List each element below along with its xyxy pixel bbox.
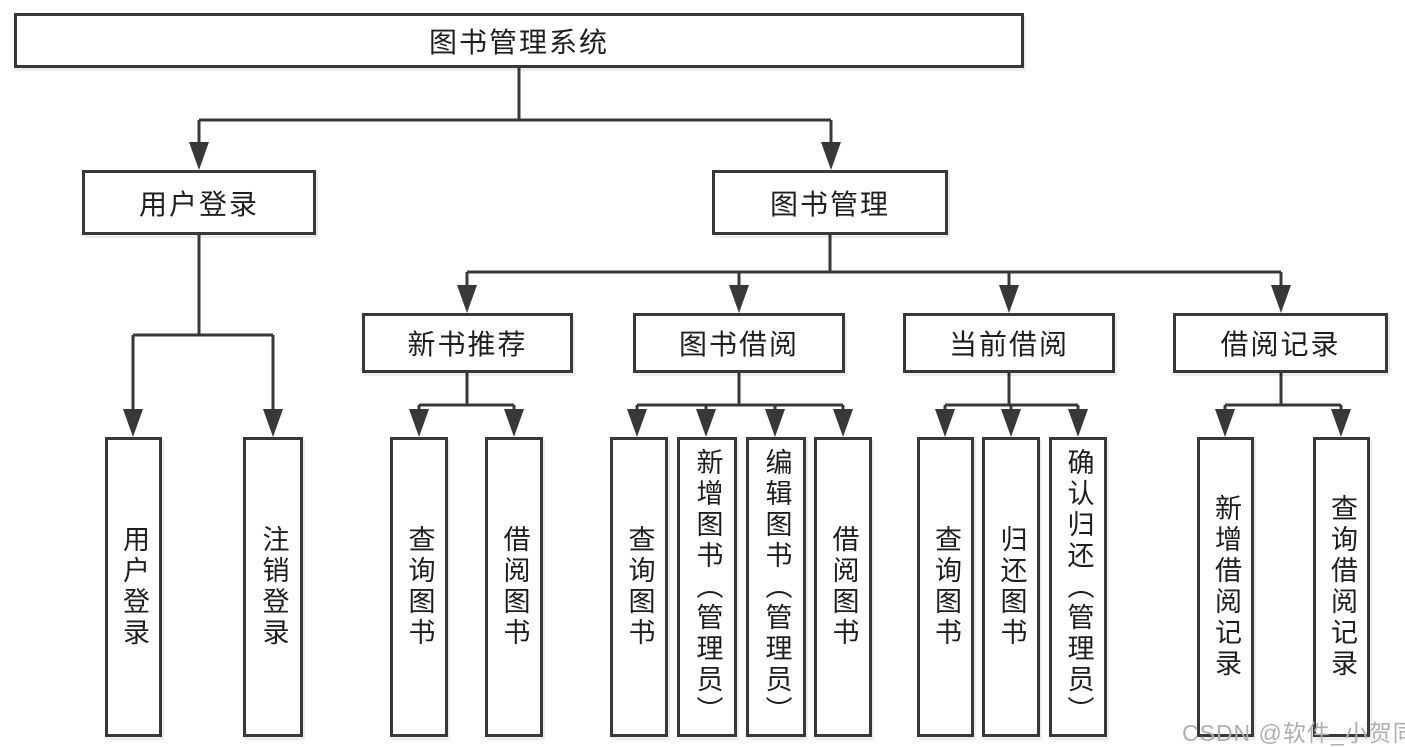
leaf-query-books-borrow-label: 查询图书 <box>624 525 655 649</box>
connector-borrow-records-children <box>1215 373 1351 437</box>
leaf-query-borrow-record: 查询借阅记录 <box>1313 437 1370 737</box>
node-book-borrow-label: 图书借阅 <box>678 329 799 360</box>
leaf-add-book-admin: 新增图书（管理员） <box>677 437 737 737</box>
leaf-query-books-borrow: 查询图书 <box>610 437 668 737</box>
connector-user-login-children <box>123 235 283 437</box>
leaf-user-login: 用户登录 <box>105 437 162 737</box>
leaf-logout-label: 注销登录 <box>258 525 289 649</box>
leaf-query-books-current-label: 查询图书 <box>931 525 961 649</box>
node-book-management: 图书管理 <box>712 170 948 235</box>
leaf-add-book-admin-label: 新增图书（管理员） <box>692 447 723 727</box>
leaf-add-borrow-record-label: 新增借阅记录 <box>1211 494 1241 680</box>
leaf-confirm-return-admin-label: 确认归还（管理员） <box>1063 447 1094 727</box>
leaf-query-books-recommend-label: 查询图书 <box>404 525 435 649</box>
leaf-borrow-books: 借阅图书 <box>814 437 872 737</box>
node-root-system: 图书管理系统 <box>14 13 1024 68</box>
connector-current-borrow-children <box>935 373 1088 437</box>
node-new-book-recommend-label: 新书推荐 <box>407 329 528 360</box>
connector-root-to-level2 <box>189 68 841 170</box>
node-root-system-label: 图书管理系统 <box>428 26 609 58</box>
node-borrow-records: 借阅记录 <box>1173 313 1388 373</box>
csdn-watermark: CSDN @软件_小贺同学 <box>1182 720 1405 746</box>
leaf-logout: 注销登录 <box>243 437 303 737</box>
leaf-query-books-current: 查询图书 <box>917 437 974 737</box>
leaf-return-book-label: 归还图书 <box>996 525 1027 649</box>
connector-book-management-to-level3 <box>457 235 1291 313</box>
connector-new-book-children <box>409 373 524 437</box>
node-current-borrow-label: 当前借阅 <box>948 329 1069 360</box>
leaf-edit-book-admin-label: 编辑图书（管理员） <box>761 447 792 727</box>
node-book-borrow: 图书借阅 <box>633 313 845 373</box>
node-book-management-label: 图书管理 <box>769 188 890 220</box>
leaf-return-book: 归还图书 <box>982 437 1040 737</box>
node-current-borrow: 当前借阅 <box>903 313 1115 373</box>
leaf-add-borrow-record: 新增借阅记录 <box>1197 437 1254 737</box>
leaf-query-books-recommend: 查询图书 <box>390 437 448 737</box>
node-user-login-label: 用户登录 <box>138 188 259 220</box>
leaf-edit-book-admin: 编辑图书（管理员） <box>746 437 806 737</box>
leaf-query-borrow-record-label: 查询借阅记录 <box>1327 494 1357 680</box>
connector-book-borrow-children <box>627 373 853 437</box>
node-user-login: 用户登录 <box>82 170 316 235</box>
leaf-confirm-return-admin: 确认归还（管理员） <box>1049 437 1107 737</box>
leaf-borrow-books-recommend-label: 借阅图书 <box>499 525 530 649</box>
node-borrow-records-label: 借阅记录 <box>1220 329 1341 360</box>
leaf-user-login-label: 用户登录 <box>119 525 149 649</box>
node-new-book-recommend: 新书推荐 <box>362 313 573 373</box>
leaf-borrow-books-label: 借阅图书 <box>828 525 859 649</box>
leaf-borrow-books-recommend: 借阅图书 <box>485 437 543 737</box>
